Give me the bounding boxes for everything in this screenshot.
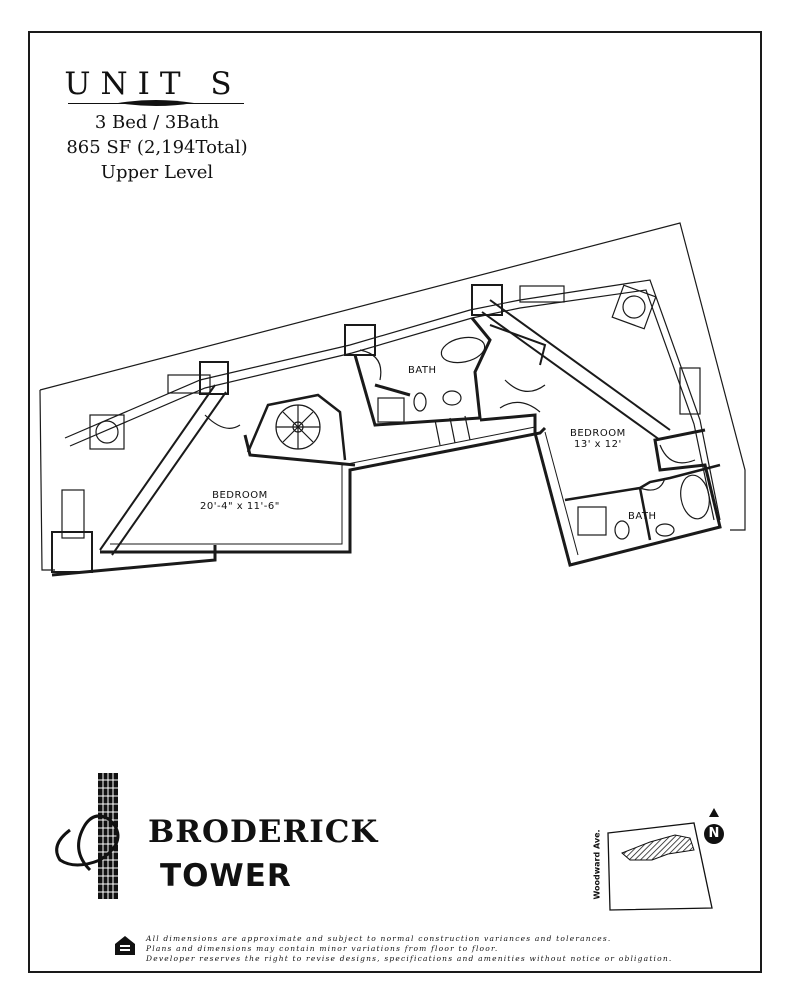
bed-bath-count: 3 Bed / 3Bath [94,112,220,133]
bath-1-walls [353,317,492,427]
west-window-wall [64,279,721,521]
corner-fixture-2 [611,284,657,330]
key-map-outline [607,822,713,911]
bedroom-2-walls [533,428,722,567]
unit-specs: 3 Bed / 3Bath 865 SF (2,194Total) Upper … [52,110,262,185]
bedroom-1-south-wall [100,426,547,554]
equal-housing-icon [115,936,135,955]
bath-2-toilet [614,520,630,540]
bedroom-1-dims: 20'-4" x 11'-6" [200,501,280,512]
bedroom-2-dims: 13' x 12' [573,439,622,450]
corner-fixture-1 [89,414,125,450]
disclaimer-line-2: Plans and dimensions may contain minor v… [146,944,499,953]
bedroom-1-name: BEDROOM [212,490,268,501]
disclaimer-line-1: All dimensions are approximate and subje… [146,934,612,943]
window-bay-4 [679,367,701,415]
bath-2-shower [577,506,607,536]
level-label: Upper Level [100,162,214,183]
bedroom-1-label: BEDROOM 20'-4" x 11'-6" [200,490,280,512]
door-swing-5 [659,444,696,464]
column-north-1 [199,361,229,395]
spiral-stair [246,393,347,461]
right-diagonal-wall [481,299,671,441]
broderick-tower-logo [55,773,120,899]
square-footage: 865 SF (2,194Total) [66,137,248,158]
door-swing-4 [204,414,241,429]
building-left-edge [39,389,55,571]
title-flourish [118,100,194,106]
bedroom-2-inner [544,431,579,556]
brand-line-1: BRODERICK [148,814,379,850]
column-north-2 [344,324,376,356]
bath-2-label: BATH [628,511,657,522]
site-footprint [621,834,695,861]
door-swing-3 [499,401,541,413]
bath-1-tub [440,336,486,364]
window-bay-1 [61,489,85,539]
bath-1-toilet [413,392,427,412]
column-west [51,531,93,573]
hall-wall [479,413,537,433]
bath-2-walls [564,463,721,541]
north-label: N [708,826,720,841]
bedroom-2-label: BEDROOM 13' x 12' [570,428,626,450]
building-outline [39,222,746,531]
site-key-map [607,808,724,911]
window-bay-3 [519,285,565,303]
diagonal-wall [99,384,227,556]
disclaimer: All dimensions are approximate and subje… [146,934,672,964]
closet-wall [51,545,217,577]
bedroom-1-south-wall-inner [110,426,536,545]
brand-line-2: TOWER [160,858,292,894]
bath-1-shower [377,397,405,423]
north-arrow-icon [704,808,724,844]
bedroom-1-east-wall [243,434,356,467]
bath-1-label: BATH [408,365,437,376]
west-window-wall-inner [69,289,715,521]
street-label: Woodward Ave. [592,829,602,900]
bath-1-sink [442,390,462,406]
hall-passage [434,415,471,446]
page-frame [28,31,762,973]
window-bay-2 [167,374,211,394]
door-swing-2 [504,379,546,392]
disclaimer-line-3: Developer reserves the right to revise d… [146,954,673,963]
column-north-3 [471,284,503,316]
closet-right [489,324,547,366]
door-swing-1 [359,349,382,381]
unit-title: UNIT S [64,66,242,102]
bedroom-2-name: BEDROOM [570,428,626,439]
bath-2-sink [655,523,675,537]
bath-2-tub [680,474,710,520]
door-swing-6 [639,477,666,491]
